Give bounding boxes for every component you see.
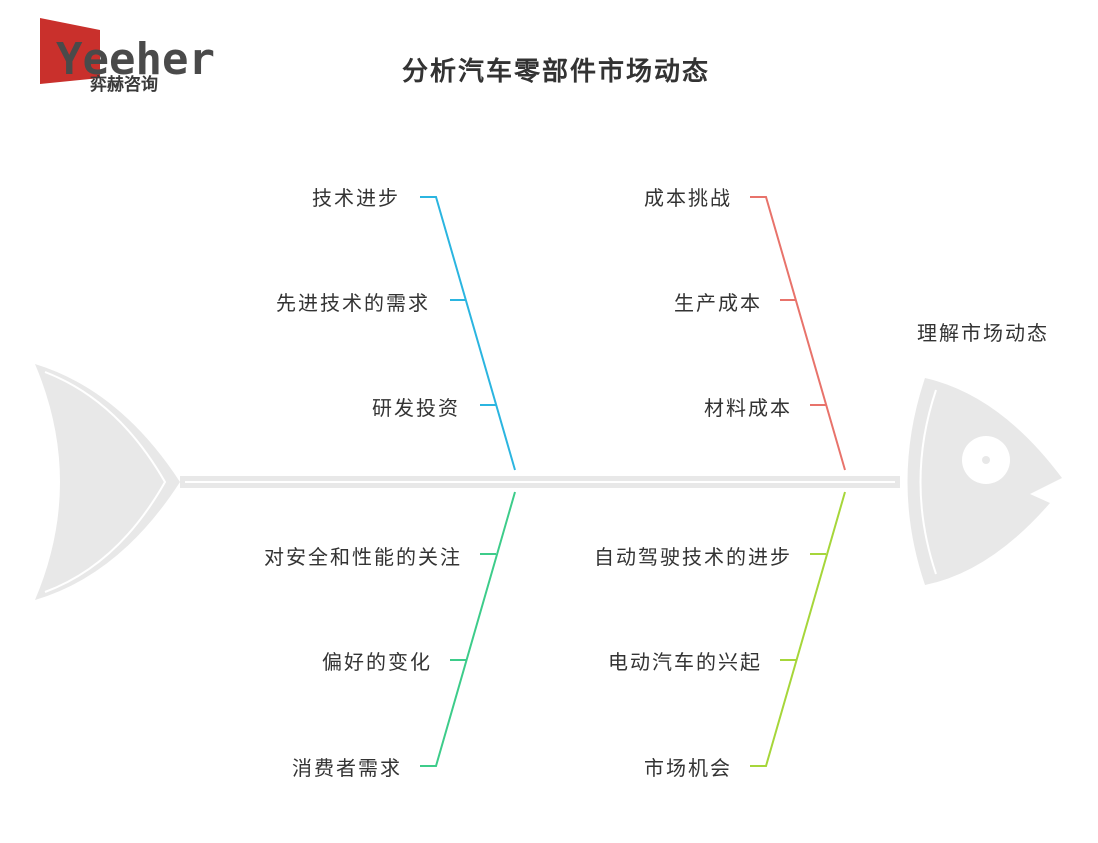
branch-line-top-right [750,196,846,471]
logo: Yeeher 弈赫咨询 [40,18,215,95]
label-advanced-tech-demand: 先进技术的需求 [276,291,430,315]
branch-line-top-left [420,196,516,471]
logo-red-shape [40,18,100,84]
branch-line-bottom-right [750,491,846,767]
branches [420,196,846,767]
branch-line-bottom-left [420,491,516,767]
label-consumer-demand: 消费者需求 [292,756,402,780]
label-cost-challenge: 成本挑战 [644,186,732,210]
label-autonomous-driving: 自动驾驶技术的进步 [594,545,792,569]
logo-wordmark: Yeeher [56,34,215,85]
label-preference-change: 偏好的变化 [322,650,432,674]
fish-tail-highlight [44,371,167,593]
label-material-cost: 材料成本 [704,396,792,420]
label-safety-performance: 对安全和性能的关注 [264,545,462,569]
label-tech-progress: 技术进步 [312,186,400,210]
fish-pupil [982,456,990,464]
label-market-opportunity: 市场机会 [644,756,732,780]
fish-head-gill [919,389,937,575]
page-title: 分析汽车零部件市场动态 [402,56,710,87]
label-production-cost: 生产成本 [674,291,762,315]
head-label: 理解市场动态 [917,321,1049,345]
label-rd-investment: 研发投资 [372,396,460,420]
label-ev-rise: 电动汽车的兴起 [608,650,762,674]
fish-tail [35,364,180,600]
logo-subtitle: 弈赫咨询 [90,74,158,95]
